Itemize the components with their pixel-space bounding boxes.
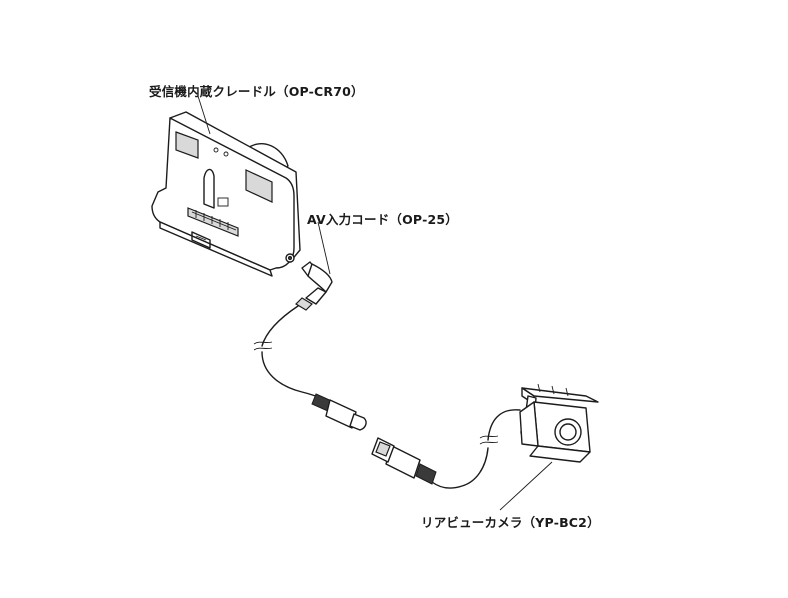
- rear-camera-illustration: [371, 383, 599, 511]
- av-cord-label: AV入力コード（OP-25）: [307, 212, 458, 227]
- av-cord-illustration: [253, 221, 367, 431]
- rear-camera-label: リアビューカメラ（YP-BC2）: [421, 515, 600, 530]
- cradle-illustration: [151, 95, 301, 277]
- cradle-label: 受信機内蔵クレードル（OP-CR70）: [149, 84, 364, 99]
